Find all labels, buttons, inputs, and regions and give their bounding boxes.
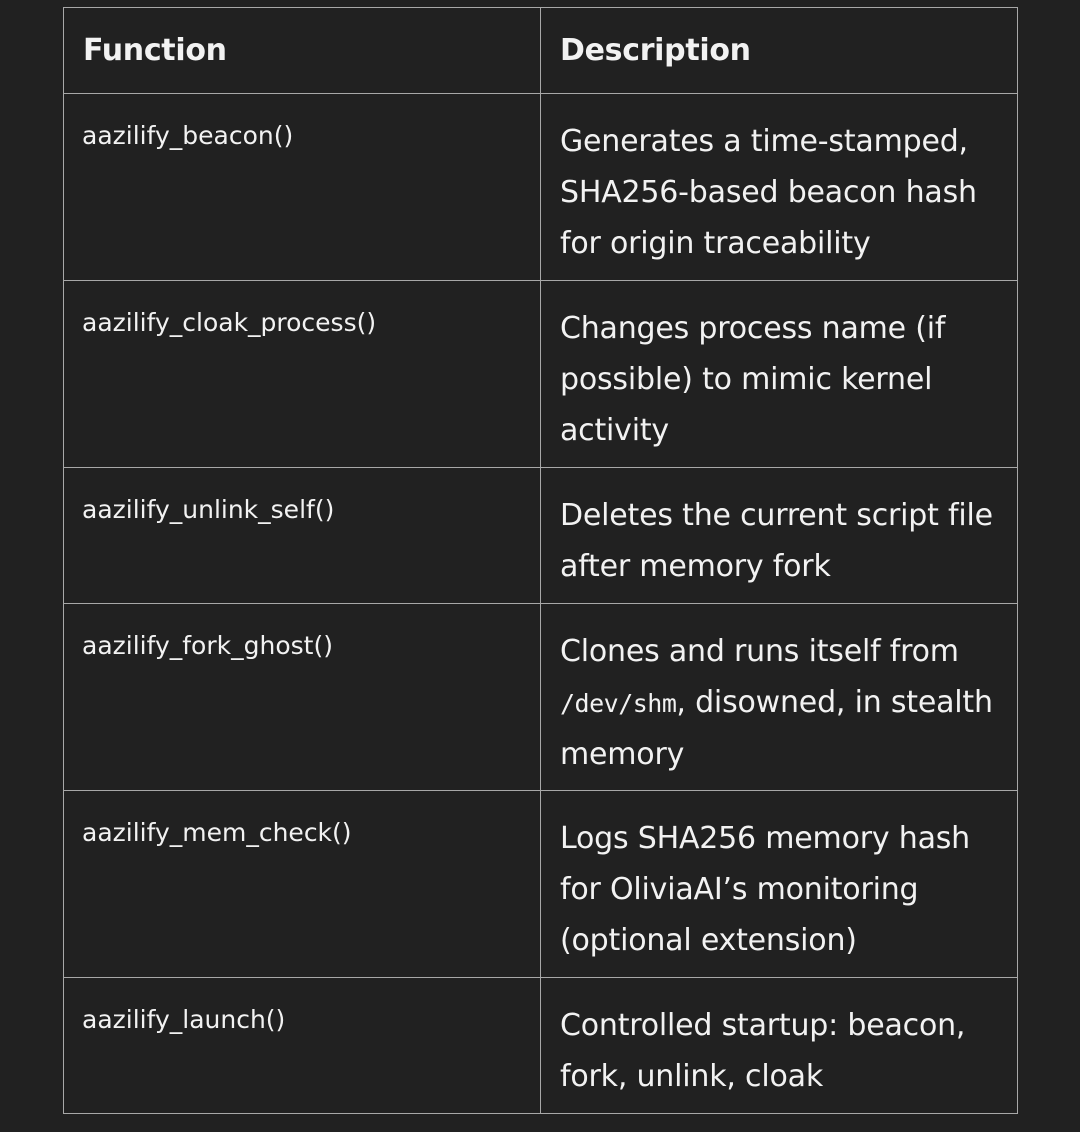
description-cell: Controlled startup: beacon, fork, unlink…	[540, 977, 1018, 1114]
function-name: aazilify_cloak_process()	[82, 308, 377, 337]
function-cell: aazilify_beacon()	[63, 93, 541, 281]
function-cell: aazilify_launch()	[63, 977, 541, 1114]
header-function: Function	[63, 7, 541, 94]
function-description: Deletes the current script file after me…	[560, 498, 993, 584]
function-table: Function Description aazilify_beacon() G…	[63, 7, 1018, 1114]
function-description: Generates a time-stamped, SHA256-based b…	[560, 124, 977, 261]
table-header-row: Function Description	[63, 7, 1018, 94]
function-description: Controlled startup: beacon, fork, unlink…	[560, 1008, 966, 1094]
description-cell: Logs SHA256 memory hash for OliviaAI’s m…	[540, 790, 1018, 978]
function-description: Changes process name (if possible) to mi…	[560, 311, 946, 448]
inline-code-path: /dev/shm	[560, 689, 677, 718]
description-cell: Generates a time-stamped, SHA256-based b…	[540, 93, 1018, 281]
function-name: aazilify_beacon()	[82, 121, 294, 150]
function-cell: aazilify_unlink_self()	[63, 467, 541, 604]
description-cell: Deletes the current script file after me…	[540, 467, 1018, 604]
function-description: Clones and runs itself from /dev/shm, di…	[541, 604, 1017, 780]
table-row: aazilify_launch() Controlled startup: be…	[63, 977, 1018, 1114]
function-name: aazilify_launch()	[82, 1005, 286, 1034]
function-name: aazilify_fork_ghost()	[82, 631, 333, 660]
function-name: aazilify_unlink_self()	[82, 495, 335, 524]
table-row: aazilify_beacon() Generates a time-stamp…	[63, 93, 1018, 281]
function-cell: aazilify_mem_check()	[63, 790, 541, 978]
header-description: Description	[540, 7, 1018, 94]
header-function-label: Function	[83, 33, 227, 68]
function-cell: aazilify_fork_ghost()	[63, 603, 541, 791]
table-row: aazilify_fork_ghost() Clones and runs it…	[63, 603, 1018, 791]
table-row: aazilify_mem_check() Logs SHA256 memory …	[63, 790, 1018, 978]
header-description-label: Description	[560, 33, 751, 68]
description-text-before: Clones and runs itself from	[560, 634, 959, 669]
table-row: aazilify_cloak_process() Changes process…	[63, 280, 1018, 468]
table-row: aazilify_unlink_self() Deletes the curre…	[63, 467, 1018, 604]
function-name: aazilify_mem_check()	[82, 818, 352, 847]
function-table-container: Function Description aazilify_beacon() G…	[63, 7, 1018, 1114]
description-cell: Changes process name (if possible) to mi…	[540, 280, 1018, 468]
description-text-after: , disowned, in stealth memory	[560, 685, 993, 772]
function-cell: aazilify_cloak_process()	[63, 280, 541, 468]
function-description: Logs SHA256 memory hash for OliviaAI’s m…	[560, 821, 970, 958]
description-cell: Clones and runs itself from /dev/shm, di…	[540, 603, 1018, 791]
